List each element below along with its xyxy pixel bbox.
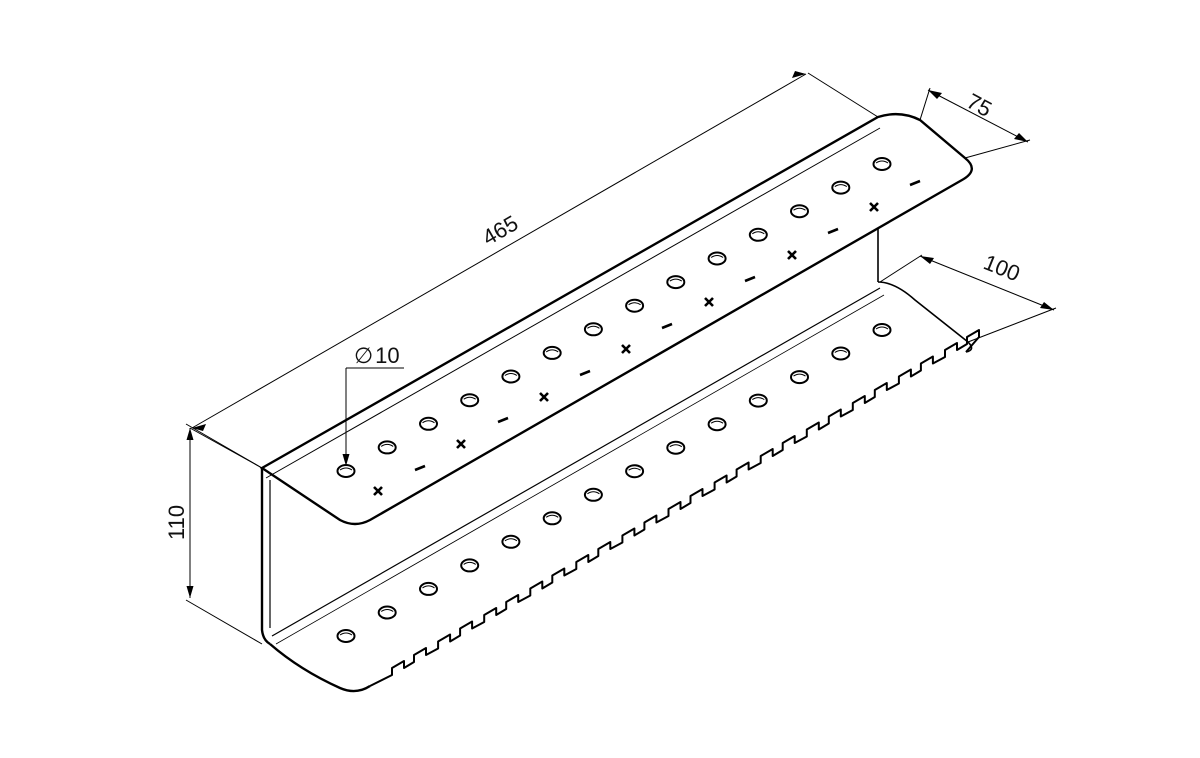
hole-shading: [504, 538, 518, 542]
bottom-flange-bend: [271, 287, 881, 637]
wire-slot-edge: [369, 329, 980, 687]
hole-shading: [875, 160, 889, 164]
mounting-hole: [460, 558, 480, 573]
width-label: 75: [963, 88, 996, 122]
bottom-flange-holes: [336, 323, 892, 643]
plus-mark: [787, 250, 797, 260]
hole-shading: [628, 302, 641, 306]
hole-shading: [710, 420, 724, 424]
polarity-marks: [373, 179, 921, 496]
hole-shading: [504, 373, 518, 376]
hole-shading: [463, 396, 476, 400]
hole-shading: [710, 255, 724, 258]
hole-shading: [834, 184, 848, 188]
bottom-flange-bend-inner: [275, 294, 885, 645]
dimension-hole-diameter: ∅10: [342, 343, 404, 466]
hole-shading: [422, 420, 435, 424]
hole-shading: [339, 467, 353, 471]
dimension-height: 110: [164, 423, 263, 645]
diameter-symbol: ∅: [354, 343, 373, 368]
hole-shading: [628, 467, 641, 471]
mounting-hole: [501, 369, 521, 384]
bracket-body: [259, 112, 980, 693]
dimension-width: 75: [919, 87, 1031, 159]
mounting-hole: [460, 393, 480, 408]
minus-mark: [414, 464, 426, 472]
hole-shading: [875, 326, 889, 330]
mounting-hole: [707, 417, 727, 432]
length-label: 465: [478, 210, 522, 250]
mounting-hole: [419, 416, 438, 431]
hole-shading: [380, 443, 394, 447]
mounting-hole: [625, 298, 645, 313]
plus-mark: [621, 344, 631, 354]
mounting-hole: [625, 464, 645, 479]
plus-mark: [539, 392, 549, 402]
plus-mark: [373, 486, 383, 496]
hole-shading: [545, 514, 559, 518]
mounting-hole: [542, 345, 562, 360]
hole-shading: [793, 373, 806, 377]
hole-shading: [380, 609, 394, 612]
mounting-hole: [336, 464, 356, 478]
mounting-hole: [542, 511, 562, 526]
wire-slot-group: [369, 329, 980, 687]
mounting-hole: [790, 204, 809, 219]
mounting-hole: [707, 251, 727, 266]
mounting-hole: [583, 487, 603, 502]
hole-shading: [545, 349, 559, 353]
web-left-edge: [260, 468, 271, 646]
mounting-hole: [748, 393, 768, 408]
dimension-depth: 100: [879, 249, 1057, 343]
mounting-hole: [748, 227, 768, 242]
mounting-hole: [501, 534, 521, 549]
mounting-hole: [377, 605, 397, 620]
hole-shading: [752, 231, 765, 235]
depth-label: 100: [980, 249, 1023, 286]
height-label: 110: [164, 505, 189, 540]
hole-diameter-label: 10: [375, 343, 399, 368]
mounting-hole: [831, 346, 851, 361]
mounting-hole: [872, 157, 892, 171]
bottom-flange-front-edge: [269, 643, 371, 693]
mounting-hole: [377, 440, 397, 455]
plus-mark: [869, 202, 879, 212]
hole-shading: [587, 491, 600, 495]
mounting-hole: [666, 440, 686, 455]
plus-mark: [456, 439, 466, 449]
mounting-hole: [666, 275, 686, 290]
minus-mark: [827, 227, 839, 235]
top-flange-outline: [259, 112, 973, 526]
plus-mark: [704, 297, 714, 307]
dimension-length: 465: [189, 71, 879, 469]
hole-shading: [669, 444, 683, 448]
mounting-hole: [583, 322, 603, 337]
minus-mark: [909, 179, 921, 187]
top-flange-bend: [265, 127, 881, 479]
mounting-hole: [336, 629, 356, 643]
mounting-hole: [790, 370, 809, 385]
minus-mark: [497, 416, 509, 424]
hole-shading: [422, 585, 435, 589]
hole-shading: [793, 207, 806, 211]
minus-mark: [744, 275, 756, 283]
minus-mark: [661, 322, 673, 330]
hole-shading: [339, 632, 353, 636]
svg-text:∅10: ∅10: [354, 343, 400, 368]
hole-shading: [669, 278, 683, 282]
mounting-hole: [419, 581, 438, 596]
hole-shading: [463, 561, 476, 565]
minus-mark: [579, 369, 591, 377]
top-flange-holes: [336, 157, 892, 478]
mounting-hole: [872, 323, 892, 337]
hole-shading: [752, 397, 765, 401]
bottom-flange-back-edge: [877, 281, 973, 353]
hole-shading: [834, 350, 848, 353]
mounting-hole: [831, 180, 851, 195]
hole-shading: [587, 325, 600, 329]
